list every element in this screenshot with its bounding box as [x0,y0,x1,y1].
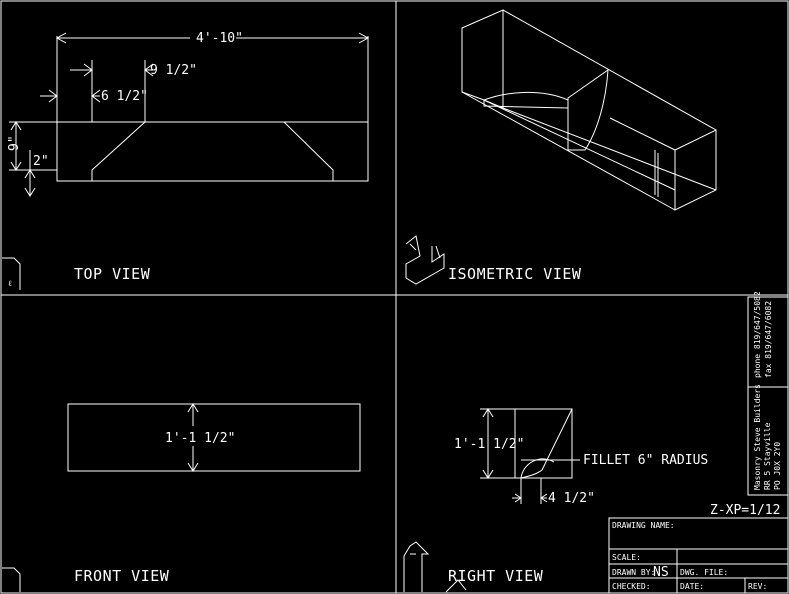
front-view-title: FRONT VIEW [74,567,170,585]
top-view-outline [56,121,369,182]
four-half-label: 4 1/2" [548,491,595,506]
company-name: Masonry Steve Builders [753,384,762,490]
nine-half-label: 9 1/2" [150,63,197,78]
dwg-file-label: DWG. FILE: [680,568,728,577]
iso-cut-section [567,68,609,151]
top-corner-marker: ℓ [2,257,21,290]
top-two-label: 2" [33,154,49,169]
side-info-block: phone 819/647/5082 fax 819/647/6082 Maso… [747,291,789,496]
right-view[interactable]: 1'-1 1/2" FILLET 6" RADIUS 4 1/2" RIGHT … [403,408,708,593]
six-half-label: 6 1/2" [101,89,148,104]
top-view-title: TOP VIEW [74,265,151,283]
top-view[interactable]: 4'-10" 9 1/2" 6 1/2" 9" [7,31,370,283]
fillet-arc [520,458,555,479]
date-label: DATE: [680,582,704,591]
isometric-view[interactable]: ISOMETRIC VIEW [405,9,717,285]
front-height-label: 1'-1 1/2" [165,431,235,446]
svg-text:ℓ: ℓ [8,279,12,288]
right-view-outline [514,408,573,479]
dimension-nine-half: 9 1/2" [70,60,197,122]
address-line-2: PO J0X 2Y0 [773,442,782,490]
fax-number: fax 819/647/6082 [764,301,773,378]
title-block[interactable]: DRAWING NAME: SCALE: DRAWN BY: NS DWG. F… [608,517,789,594]
front-view[interactable]: 1'-1 1/2" FRONT VIEW [2,403,361,592]
ucs-icon [405,235,445,285]
drawing-name-label: DRAWING NAME: [612,521,675,530]
rev-label: REV: [748,582,767,591]
corner-ucs-marker [2,567,21,592]
ucs-up-icon [403,541,467,593]
drawn-by-value: NS [653,565,669,580]
overall-length-label: 4'-10" [196,31,243,46]
phone-number: phone 819/647/5082 [753,291,762,378]
dimension-overall-length: 4'-10" [55,31,370,122]
viewport-scale-note: Z-XP=1/12 [710,503,780,518]
checked-label: CHECKED: [612,582,651,591]
dimension-left-vertical: 9" 2" [7,121,57,197]
top-view-taper-left [91,121,146,181]
top-view-taper-right [283,121,334,181]
dimension-six-half: 6 1/2" [40,89,148,104]
right-view-title: RIGHT VIEW [448,567,544,585]
scale-label: SCALE: [612,553,641,562]
front-view-outline [67,403,361,472]
address-line-1: RR 5 Stayville [763,422,772,490]
fillet-profile [520,408,573,479]
right-height-label: 1'-1 1/2" [454,437,524,452]
fillet-note: FILLET 6" RADIUS [583,453,708,468]
isometric-view-title: ISOMETRIC VIEW [448,265,582,283]
drawn-by-label: DRAWN BY: [612,568,655,577]
top-nine-label: 9" [7,135,22,151]
iso-end-wall [461,9,504,109]
